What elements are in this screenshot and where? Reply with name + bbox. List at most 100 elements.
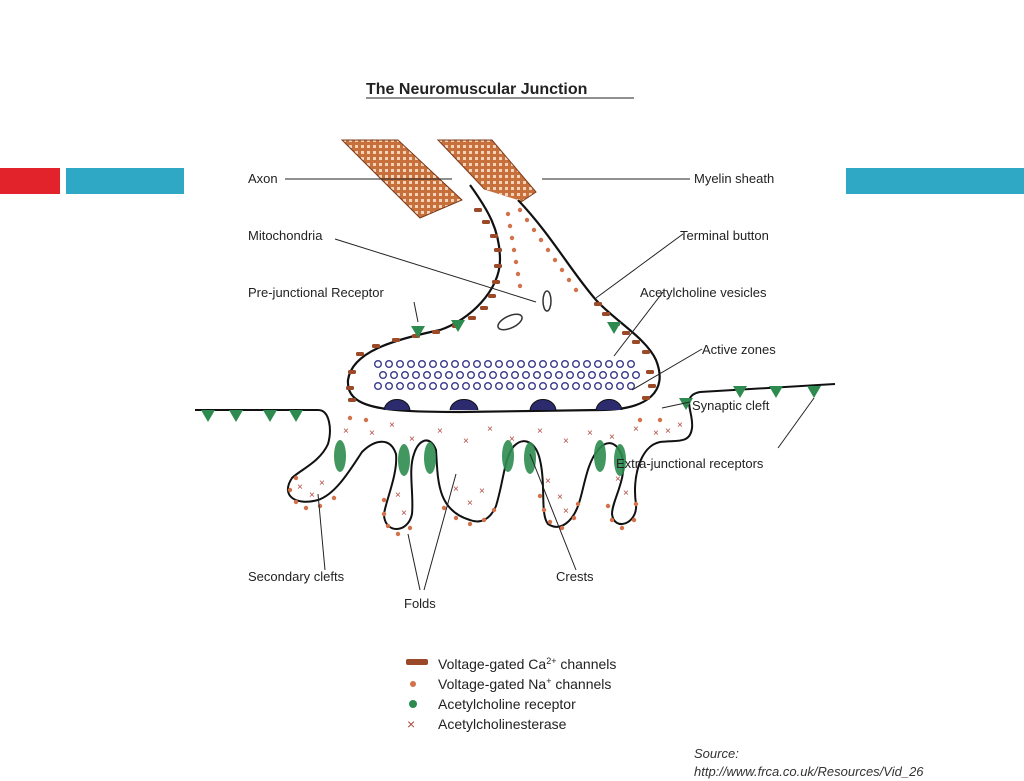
active-zone-group	[383, 399, 623, 411]
ach-vesicle	[627, 360, 636, 369]
ca-channel	[480, 306, 488, 310]
na-channel	[566, 277, 572, 283]
ach-vesicle	[451, 382, 460, 391]
ca-channel	[642, 396, 650, 400]
acetylcholinesterase-mark: ×	[509, 434, 515, 445]
na-channel	[631, 517, 637, 523]
na-channel	[381, 497, 387, 503]
ach-receptor	[411, 326, 425, 338]
na-channel	[524, 217, 530, 223]
na-channel	[559, 267, 565, 273]
label-acetylcholine-vesicles: Acetylcholine vesicles	[640, 285, 767, 300]
legend-ache-label: Acetylcholinesterase	[438, 716, 567, 732]
label-crests: Crests	[556, 569, 594, 584]
esterase-layer: ×××××××××××××××××××××××××××××	[297, 420, 683, 519]
ach-vesicle	[467, 371, 476, 380]
acetylcholinesterase-mark: ×	[453, 484, 459, 495]
acetylcholinesterase-mark: ×	[395, 490, 401, 501]
ach-receptor	[733, 386, 747, 398]
ach-vesicle	[533, 371, 542, 380]
ach-vesicle	[572, 360, 581, 369]
ach-vesicle	[473, 360, 482, 369]
receptor-layer	[201, 320, 821, 476]
acetylcholinesterase-mark: ×	[609, 432, 615, 443]
ach-vesicle	[445, 371, 454, 380]
ca-channel	[648, 384, 656, 388]
ach-vesicle	[566, 371, 575, 380]
ach-vesicle	[561, 360, 570, 369]
label-prejunctional-receptor: Pre-junctional Receptor	[248, 285, 385, 300]
ach-vesicle	[539, 382, 548, 391]
ach-vesicle	[616, 382, 625, 391]
ach-vesicle	[456, 371, 465, 380]
acetylcholinesterase-mark: ×	[343, 426, 349, 437]
ach-vesicle	[621, 371, 630, 380]
na-channel	[605, 503, 611, 509]
na-channel	[517, 207, 523, 213]
label-axon: Axon	[248, 171, 278, 186]
ach-vesicle	[594, 360, 603, 369]
na-channel	[317, 503, 323, 509]
label-synaptic-cleft: Synaptic cleft	[692, 398, 770, 413]
label-active-zones: Active zones	[702, 342, 776, 357]
ach-vesicle	[632, 371, 641, 380]
acetylcholinesterase-mark: ×	[319, 478, 325, 489]
blue-accent-bar-right	[846, 168, 1024, 194]
red-accent-bar	[0, 168, 60, 194]
acetylcholinesterase-mark: ×	[587, 428, 593, 439]
acetylcholinesterase-mark: ×	[437, 426, 443, 437]
ach-vesicle	[550, 382, 559, 391]
ach-vesicle	[599, 371, 608, 380]
ach-vesicle	[495, 360, 504, 369]
ach-receptor	[289, 410, 303, 422]
ca-channel	[602, 312, 610, 316]
source-url[interactable]: http://www.frca.co.uk/Resources/Vid_26	[694, 764, 924, 779]
acetylcholinesterase-mark: ×	[557, 492, 563, 503]
na-channel	[541, 507, 547, 513]
legend-achr-label: Acetylcholine receptor	[438, 696, 576, 712]
ach-vesicle	[500, 371, 509, 380]
ach-vesicle	[374, 382, 383, 391]
ach-vesicle	[517, 360, 526, 369]
ach-vesicle	[572, 382, 581, 391]
na-channel	[505, 211, 511, 217]
na-channel	[441, 505, 447, 511]
na-channel	[293, 475, 299, 481]
acetylcholinesterase-mark: ×	[487, 424, 493, 435]
na-channel	[347, 415, 353, 421]
ach-vesicle	[440, 360, 449, 369]
acetylcholinesterase-mark: ×	[409, 434, 415, 445]
na-channel	[303, 505, 309, 511]
ca-channel	[482, 220, 490, 224]
na-channel	[547, 519, 553, 525]
ach-vesicle	[407, 360, 416, 369]
label-folds: Folds	[404, 596, 436, 611]
ach-vesicle	[506, 360, 515, 369]
na-channel	[575, 501, 581, 507]
na-channel	[381, 511, 387, 517]
label-mitochondria: Mitochondria	[248, 228, 323, 243]
ach-vesicle	[429, 360, 438, 369]
ach-vesicle	[412, 371, 421, 380]
ach-receptor	[201, 410, 215, 422]
acetylcholinesterase-mark: ×	[653, 428, 659, 439]
ach-receptor-crest	[594, 440, 606, 472]
na-channel	[637, 417, 643, 423]
mitochondrion-2	[542, 290, 552, 312]
acetylcholinesterase-mark: ×	[389, 420, 395, 431]
ca-channel	[468, 316, 476, 320]
ach-vesicle	[418, 382, 427, 391]
myelin-block-right	[436, 139, 537, 213]
ach-vesicle	[484, 382, 493, 391]
na-channel	[491, 507, 497, 513]
na-channel	[657, 417, 663, 423]
ca-channel	[490, 234, 498, 238]
acetylcholinesterase-mark: ×	[623, 488, 629, 499]
na-channel	[385, 523, 391, 529]
ach-vesicle	[583, 382, 592, 391]
ach-vesicle	[451, 360, 460, 369]
legend-achr-marker	[409, 700, 417, 708]
na-channel	[531, 227, 537, 233]
diagram-title: The Neuromuscular Junction	[366, 81, 587, 98]
